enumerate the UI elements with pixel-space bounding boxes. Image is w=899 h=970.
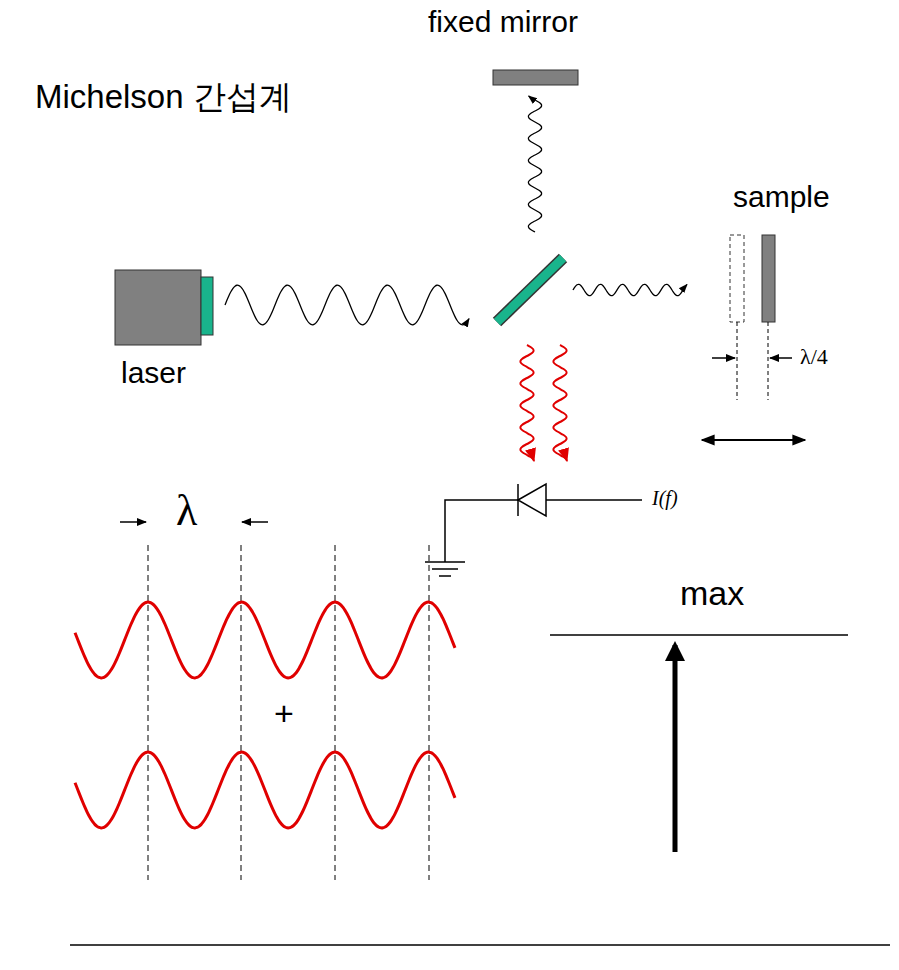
dimension-line <box>737 322 738 400</box>
motion-arrow <box>702 439 805 441</box>
baseline <box>70 944 890 946</box>
sample-beam <box>573 284 687 295</box>
signal-label: I(f) <box>652 487 678 510</box>
sample-plate <box>762 235 775 322</box>
sample-label: sample <box>733 180 830 215</box>
peak-line <box>148 545 149 880</box>
output-beam <box>553 345 567 461</box>
peak-line <box>241 545 242 880</box>
ground-symbol <box>425 561 465 563</box>
laser-label: laser <box>121 356 186 391</box>
ground-symbol <box>439 575 451 577</box>
output-beam <box>520 345 534 461</box>
title-label: Michelson 간섭계 <box>35 78 292 116</box>
beam-splitter-edge <box>497 258 563 322</box>
max-level <box>550 634 848 636</box>
reference-beam <box>528 96 541 232</box>
sample-old-position <box>730 235 744 322</box>
wave-curve <box>75 602 455 678</box>
intensity-arrow <box>673 645 678 852</box>
wavelength-arrow <box>120 521 146 523</box>
wave-curve <box>75 752 455 828</box>
dimension-label: λ/4 <box>800 344 828 369</box>
laser-beam <box>225 285 469 325</box>
dimension-line <box>768 322 769 400</box>
wavelength-arrow <box>242 521 268 523</box>
photodiode-symbol <box>518 484 546 516</box>
mirror-label: fixed mirror <box>428 5 578 40</box>
ground-symbol <box>432 568 458 570</box>
peak-line <box>429 545 430 880</box>
max-label: max <box>680 574 744 613</box>
peak-line <box>335 545 336 880</box>
laser-body <box>115 270 201 345</box>
dimension-arrow <box>770 357 792 359</box>
wavelength-label: λ <box>176 486 197 537</box>
plus-sign: + <box>274 694 294 733</box>
fixed-mirror <box>493 70 578 85</box>
wire <box>546 499 642 501</box>
laser-aperture <box>201 277 213 335</box>
wire <box>445 500 518 562</box>
dimension-arrow <box>712 357 735 359</box>
beam-splitter <box>497 258 563 322</box>
